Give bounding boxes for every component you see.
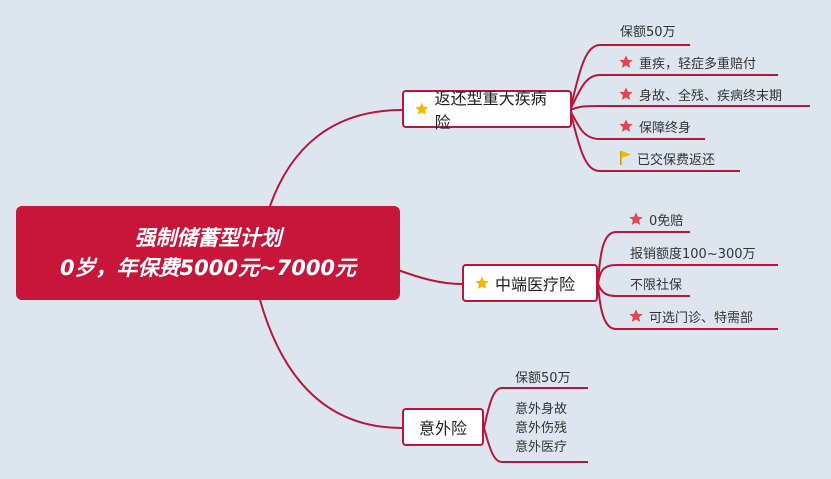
connector-b3-leaf-group [483,427,588,463]
connector-root-branch3 [259,299,403,429]
connector-b1-leaf3 [569,105,810,111]
star-icon [629,309,643,322]
leaf-b2-4[interactable]: 可选门诊、特需部 [628,306,753,326]
connector-b2-leaf2 [597,264,778,285]
star-icon [415,102,429,115]
star-icon [629,212,643,225]
leaf-b3-1[interactable]: 保额50万 [515,370,571,386]
leaf-b3-3: 意外伤残 [515,421,568,436]
branch-critical-illness[interactable]: 返还型重大疾病险 [402,89,572,132]
connector-b1-leaf2 [569,74,778,111]
leaf-b1-4[interactable]: 保障终身 [618,116,691,136]
branch-medical[interactable]: 中端医疗险 [462,264,598,302]
leaf-b1-3[interactable]: 身故、全残、疾病终末期 [618,84,782,104]
connector-b3-leaf1 [483,387,588,429]
branch-label: 返还型重大疾病险 [434,89,547,132]
leaf-b2-1[interactable]: 0免赔 [628,209,683,229]
connector-b2-leaf3 [597,283,690,297]
leaf-b2-3[interactable]: 不限社保 [630,277,683,293]
connector-root-branch1 [269,109,403,207]
root-line-2: 0岁，年保费5000元~7000元 [59,256,357,280]
star-icon [619,55,633,68]
connector-b2-leaf4 [597,283,778,330]
leaf-b1-2[interactable]: 重疾，轻症多重赔付 [618,52,756,72]
leaf-b2-2[interactable]: 报销额度100~300万 [630,246,756,262]
branch-label: 中端医疗险 [495,275,576,294]
branch-label: 意外险 [418,419,467,438]
connector-b1-leaf5 [569,109,740,172]
root-node: 强制储蓄型计划 0岁，年保费5000元~7000元 [16,206,400,300]
connector-root-branch2 [397,269,463,285]
connector-b1-leaf1 [569,44,690,111]
connector-b1-leaf4 [569,109,705,140]
leaf-b3-4: 意外医疗 [515,440,568,455]
flag-icon [620,151,631,165]
star-icon [475,276,489,289]
star-icon [619,87,633,100]
star-icon [619,119,633,132]
leaf-b3-group[interactable]: 意外身故 意外伤残 意外医疗 [515,400,567,457]
leaf-b1-1[interactable]: 保额50万 [620,24,676,40]
leaf-b3-2: 意外身故 [515,402,568,417]
connector-b2-leaf1 [597,231,690,285]
branch-accident[interactable]: 意外险 [402,408,484,446]
root-line-1: 强制储蓄型计划 [134,226,282,250]
leaf-b1-5[interactable]: 已交保费返还 [620,148,715,168]
